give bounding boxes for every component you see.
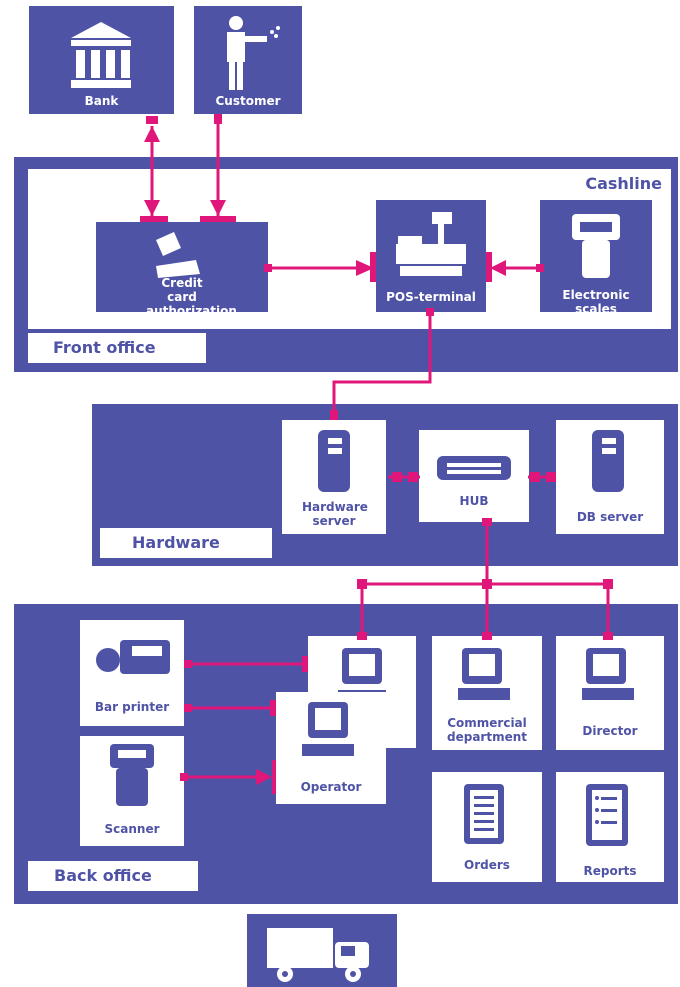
cashline-title: Cashline: [585, 174, 662, 193]
db-server-label: DB server: [576, 510, 644, 524]
credit-card-block: Credit card authorization: [96, 222, 268, 318]
bank-icon: [71, 22, 131, 88]
director-block: Director: [556, 636, 664, 750]
server-icon: [318, 430, 350, 492]
commercial-workstation-icon: [458, 648, 510, 700]
hub-block: HUB: [419, 430, 529, 522]
bank-label: Bank: [84, 94, 119, 108]
hw-server-label: Hardware server: [302, 500, 368, 528]
scales-block: Electronic scales: [540, 200, 652, 316]
customer-label: Customer: [215, 94, 281, 108]
orders-document-icon: [464, 784, 504, 844]
commercial-label: Commercial department: [447, 716, 527, 744]
pos-terminal-block: POS-terminal: [376, 200, 486, 312]
operator-workstation-icon: [302, 702, 354, 756]
card-terminal-icon: [156, 232, 200, 278]
bar-printer-block: Bar printer: [80, 620, 184, 726]
orders-label: Orders: [464, 858, 510, 872]
bank-block: Bank: [29, 6, 174, 114]
back-office-label-box: Back office: [28, 861, 198, 891]
credit-card-label: Credit card authorization: [146, 276, 237, 318]
bar-printer-icon: [96, 640, 170, 674]
front-office-label: Front office: [53, 338, 156, 357]
scales-label: Electronic scales: [562, 288, 630, 316]
truck-icon: [267, 928, 369, 982]
scanner-icon: [110, 744, 154, 806]
reports-document-icon: [586, 784, 628, 846]
commercial-block: Commercial department: [432, 636, 542, 750]
truck-block: [247, 914, 397, 987]
scanner-block: Scanner: [80, 736, 184, 846]
operator-label: Operator: [300, 780, 362, 794]
hardware-label: Hardware: [132, 533, 220, 552]
director-label: Director: [582, 724, 638, 738]
hub-icon: [437, 456, 511, 480]
reports-label: Reports: [583, 864, 637, 878]
operator-block: Operator: [276, 692, 386, 804]
pos-terminal-icon: [396, 212, 466, 276]
reports-block: Reports: [556, 772, 664, 882]
customer-block: Customer: [194, 6, 302, 114]
hw-server-block: Hardware server: [282, 420, 386, 534]
pos-terminal-label: POS-terminal: [386, 290, 476, 304]
customer-icon: [227, 16, 280, 90]
back-office-label: Back office: [54, 866, 152, 885]
database-server-icon: [592, 430, 624, 492]
scales-icon: [572, 214, 620, 278]
orders-block: Orders: [432, 772, 542, 882]
db-server-block: DB server: [556, 420, 664, 534]
front-office-label-box: Front office: [28, 333, 206, 363]
hub-label: HUB: [459, 494, 489, 508]
scanner-label: Scanner: [104, 822, 160, 836]
bar-printer-label: Bar printer: [94, 700, 170, 714]
hardware-label-box: Hardware: [100, 528, 272, 558]
director-workstation-icon: [582, 648, 634, 700]
